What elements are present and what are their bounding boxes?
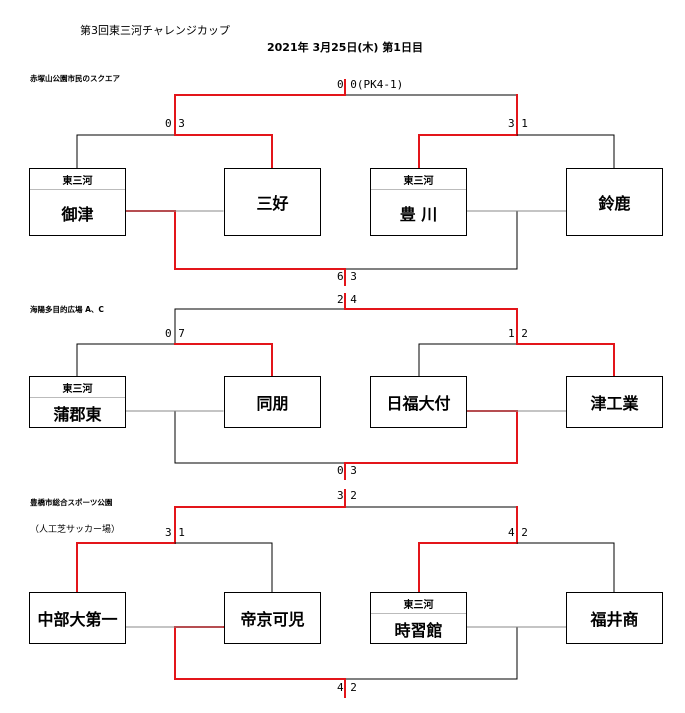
region-tag: 東三河: [371, 593, 466, 614]
final-score: 3 2: [337, 489, 357, 502]
team-box-fukui-sho: 福井商: [566, 592, 663, 644]
third-place-score: 0 3: [337, 464, 357, 477]
team-name: 豊 川: [399, 204, 438, 224]
team-name: 日福大付: [386, 394, 451, 413]
team-box-mito: 東三河 御津: [29, 168, 126, 236]
team-name: 帝京可児: [240, 610, 305, 629]
third-place-score: 6 3: [337, 270, 357, 283]
team-box-tsu-kogyo: 津工業: [566, 376, 663, 428]
venue-name: 赤塚山公園市民のスクエア: [30, 74, 120, 83]
semifinal-score-left: 0 7: [165, 327, 185, 340]
team-name: 津工業: [590, 394, 639, 413]
final-score: 2 4: [337, 293, 357, 306]
team-name: 同朋: [256, 394, 289, 413]
venue-name: 豊橋市総合スポーツ公園: [30, 498, 113, 507]
team-box-suzuka: 鈴鹿: [566, 168, 663, 236]
semifinal-score-right: 4 2: [508, 526, 528, 539]
tournament-title: 第3回東三河チャレンジカップ: [80, 24, 230, 37]
region-tag: 東三河: [371, 169, 466, 190]
team-box-toyokawa: 東三河 豊 川: [370, 168, 467, 236]
venue-note: （人工芝サッカー場）: [30, 525, 121, 535]
team-box-teikyo-kani: 帝京可児: [224, 592, 321, 644]
semifinal-score-right: 1 2: [508, 327, 528, 340]
semifinal-score-left: 0 3: [165, 117, 185, 130]
semifinal-score-left: 3 1: [165, 526, 185, 539]
region-tag: 東三河: [30, 169, 125, 190]
team-name: 鈴鹿: [598, 194, 631, 213]
team-box-jishukan: 東三河 時習館: [370, 592, 467, 644]
team-name: 中部大第一: [37, 610, 118, 629]
third-place-score: 4 2: [337, 681, 357, 694]
team-box-chubudai-daiichi: 中部大第一: [29, 592, 126, 644]
final-score: 0 0(PK4-1): [337, 78, 404, 91]
team-name: 時習館: [394, 620, 443, 640]
team-name: 蒲郡東: [53, 404, 102, 424]
region-tag: 東三河: [30, 377, 125, 398]
team-box-miyoshi: 三好: [224, 168, 321, 236]
venue-name: 海陽多目的広場 A、C: [30, 305, 104, 314]
team-box-gamagori-higashi: 東三河 蒲郡東: [29, 376, 126, 428]
team-box-nichifukudai: 日福大付: [370, 376, 467, 428]
match-date: 2021年 3月25日(木) 第1日目: [267, 41, 423, 54]
semifinal-score-right: 3 1: [508, 117, 528, 130]
team-name: 福井商: [590, 610, 639, 629]
team-name: 三好: [256, 194, 289, 213]
team-box-doho: 同朋: [224, 376, 321, 428]
team-name: 御津: [61, 204, 94, 224]
